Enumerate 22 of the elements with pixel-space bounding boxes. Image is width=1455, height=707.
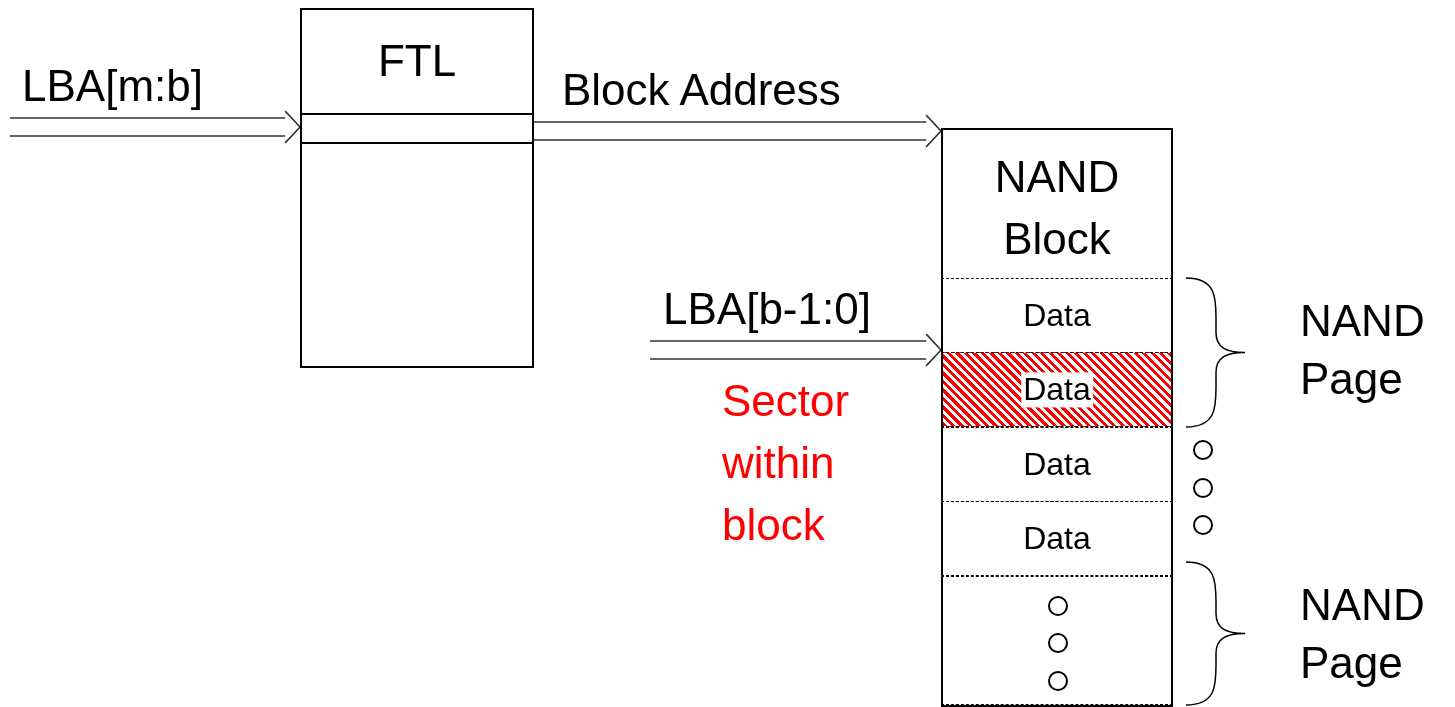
brace-label: NAND Page	[1300, 295, 1426, 405]
hollow-arrow	[9, 110, 301, 144]
brace-label: NAND Page	[1300, 579, 1426, 689]
remaining-rows-area	[941, 576, 1173, 705]
edge-label: LBA[m:b]	[22, 62, 203, 111]
annotation-text: Sector within block	[722, 375, 851, 551]
data-row	[941, 427, 1173, 502]
row-label: Data	[1023, 297, 1091, 334]
row-label: Data	[1023, 520, 1091, 557]
block-title: FTL	[376, 35, 458, 87]
edge-label: LBA[b-1:0]	[663, 285, 871, 334]
block-title: NAND Block	[993, 151, 1121, 265]
highlighted-data-row	[941, 352, 1173, 427]
nand-block-box	[941, 128, 1173, 707]
row-label: Data	[1023, 446, 1091, 483]
data-row	[941, 501, 1173, 576]
row-label: Data	[1021, 371, 1093, 408]
edge-label: Block Address	[562, 66, 841, 115]
table-entry-slot	[300, 113, 534, 144]
hollow-arrow	[533, 114, 942, 148]
hollow-arrow	[649, 333, 942, 367]
ftl-box	[300, 8, 534, 368]
